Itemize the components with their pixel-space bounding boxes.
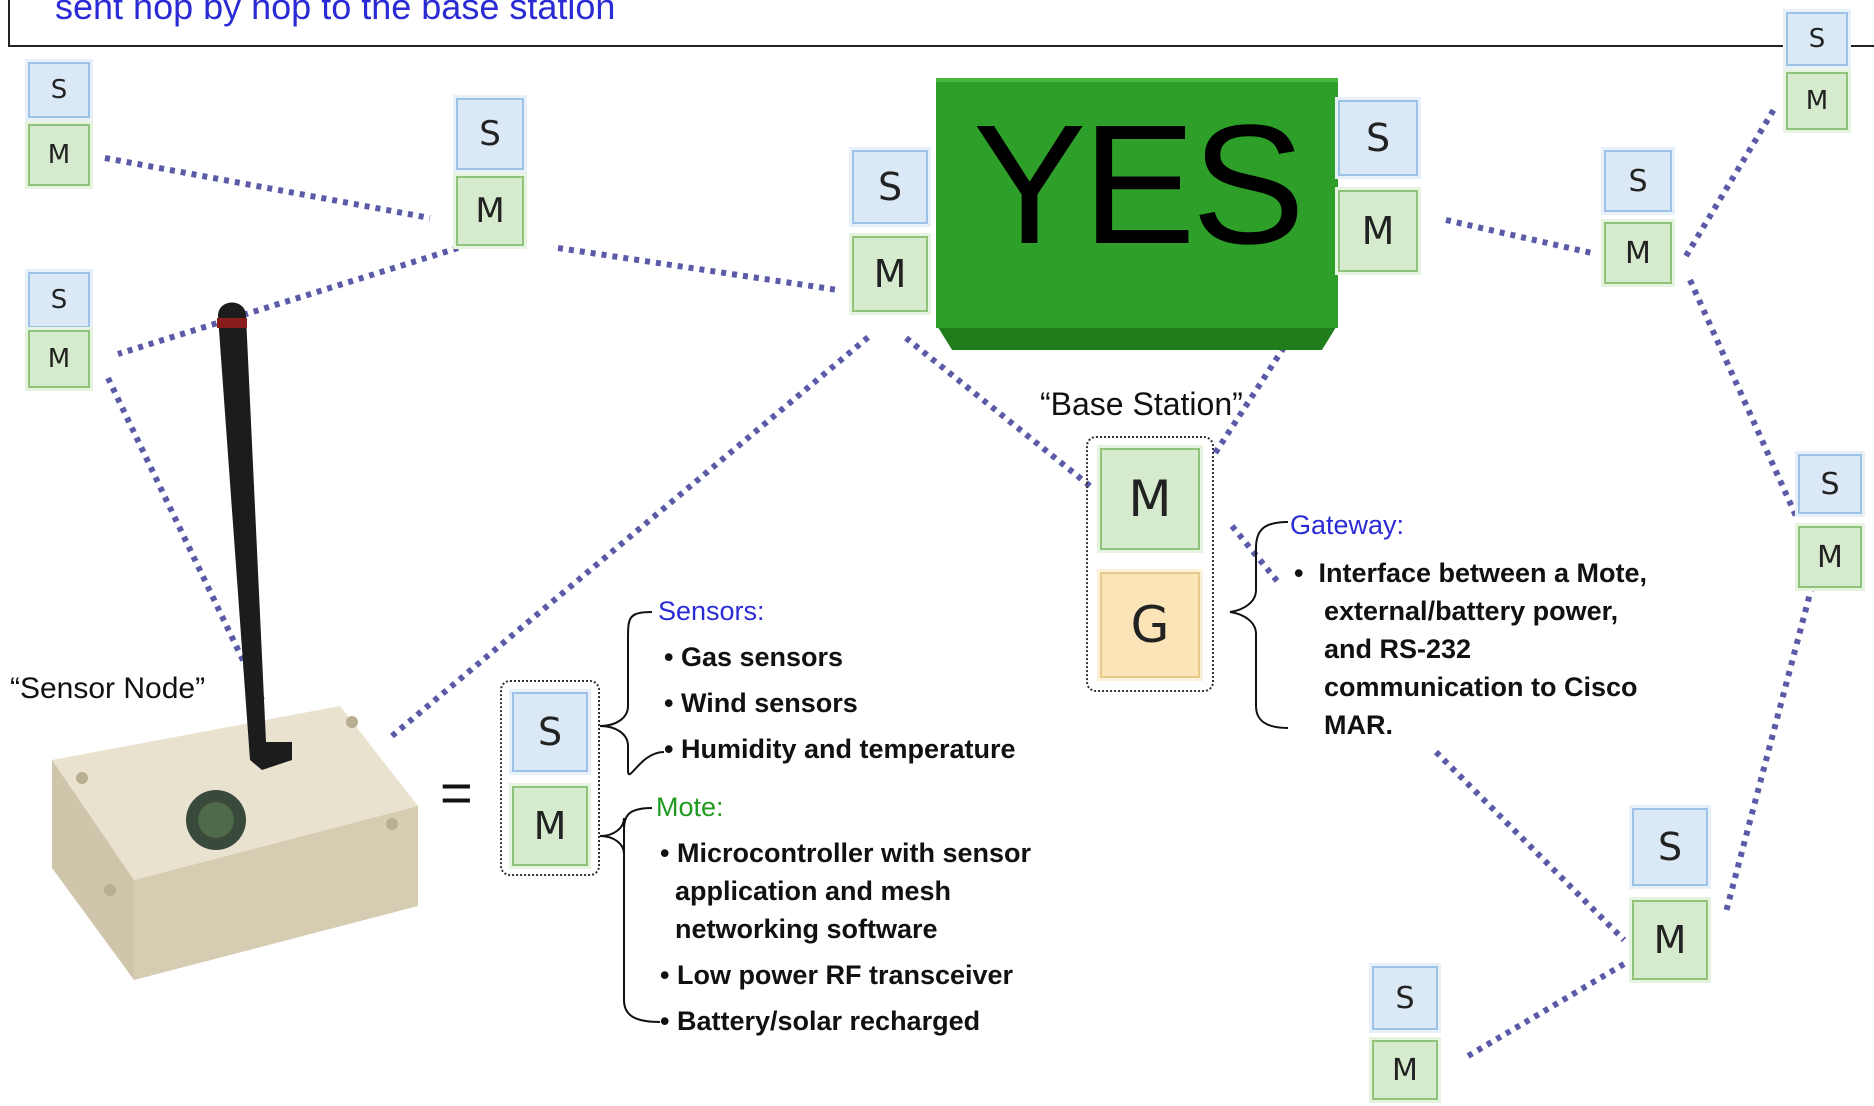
gateway-brace: [1229, 521, 1289, 729]
mote-item: • Low power RF transceiver: [660, 960, 1014, 990]
node6-mote-tile: M: [1604, 222, 1672, 284]
link-bottomright-to-bottomnode: [1466, 961, 1626, 1059]
node10-mote-tile: M: [1372, 1040, 1438, 1100]
node4-sensor-tile: S: [852, 150, 928, 224]
node9-mote-tile: M: [1632, 900, 1708, 980]
link-midleft-to-sensornode: [105, 376, 265, 702]
legend-node-outline: [500, 680, 600, 876]
gateway-item: • Interface between a Mote,: [1294, 558, 1648, 588]
node6-sensor-tile: S: [1604, 150, 1672, 212]
yes-box: [936, 78, 1338, 328]
node5-sensor-tile: S: [1338, 100, 1418, 176]
node8-mote-tile: M: [1798, 526, 1862, 588]
yes-box-shadow: [936, 324, 1338, 350]
node4-mote-tile: M: [852, 236, 928, 312]
frame-left-edge: [8, 0, 10, 47]
node8-sensor-tile: S: [1798, 454, 1862, 514]
sensor-node-label: “Sensor Node”: [10, 672, 206, 705]
sensors-brace: [599, 611, 665, 776]
legend-mote-tile: M: [512, 786, 588, 866]
mote-brace: [623, 807, 661, 1023]
node3-sensor-tile: S: [28, 272, 90, 328]
gateway-item: MAR.: [1294, 710, 1393, 740]
sensors-heading: Sensors:: [658, 596, 765, 626]
node3-mote-tile: M: [28, 330, 90, 388]
node2-mote-tile: M: [456, 176, 524, 246]
mote-item: application and mesh: [660, 876, 952, 906]
node1-sensor-tile: S: [28, 62, 90, 118]
header-divider: [8, 45, 1874, 47]
node7-sensor-tile: S: [1786, 12, 1848, 66]
node10-sensor-tile: S: [1372, 966, 1438, 1030]
link-yesnode-to-rightnode: [1445, 217, 1597, 257]
base-station-gateway-tile: G: [1100, 572, 1200, 678]
link-topleft-to-node2: [104, 155, 431, 221]
base-station-outline: [1086, 436, 1214, 692]
link-farright-to-bottomright: [1723, 585, 1815, 913]
link-node2-to-node3: [557, 245, 839, 293]
link-yesnode-to-basestation: [1209, 336, 1293, 460]
node7-mote-tile: M: [1786, 72, 1848, 130]
gateway-heading: Gateway:: [1290, 510, 1405, 540]
link-rightnode-to-topright: [1683, 104, 1779, 258]
base-station-label: “Base Station”: [1040, 386, 1243, 422]
mote-item: • Battery/solar recharged: [660, 1006, 981, 1036]
sensors-item: • Wind sensors: [664, 688, 858, 718]
link-sensornode-to-node3: [390, 331, 874, 739]
gateway-item: and RS-232: [1294, 634, 1472, 664]
node1-mote-tile: M: [28, 124, 90, 186]
sensors-item: • Humidity and temperature: [664, 734, 1016, 764]
sensor-node-device: [52, 302, 418, 980]
link-rightnode-to-farright: [1687, 278, 1799, 518]
link-node2-to-midleft: [117, 245, 459, 357]
slide-caption: sent hop by hop to the base station: [55, 0, 616, 27]
gateway-item: external/battery power,: [1294, 596, 1619, 626]
mote-heading: Mote:: [656, 792, 724, 822]
mote-item: networking software: [660, 914, 938, 944]
yes-label: YES: [972, 90, 1305, 280]
link-gateway-to-bottomright: [1433, 749, 1627, 943]
mote-item: • Microcontroller with sensor: [660, 838, 1032, 868]
mote-brace-tip: [599, 817, 625, 855]
equals-sign: =: [440, 761, 473, 824]
gateway-item: communication to Cisco: [1294, 672, 1638, 702]
node9-sensor-tile: S: [1632, 808, 1708, 886]
legend-sensor-tile: S: [512, 692, 588, 772]
node2-sensor-tile: S: [456, 98, 524, 170]
node5-mote-tile: M: [1338, 190, 1418, 272]
sensors-item: • Gas sensors: [664, 642, 844, 672]
base-station-mote-tile: M: [1100, 448, 1200, 550]
